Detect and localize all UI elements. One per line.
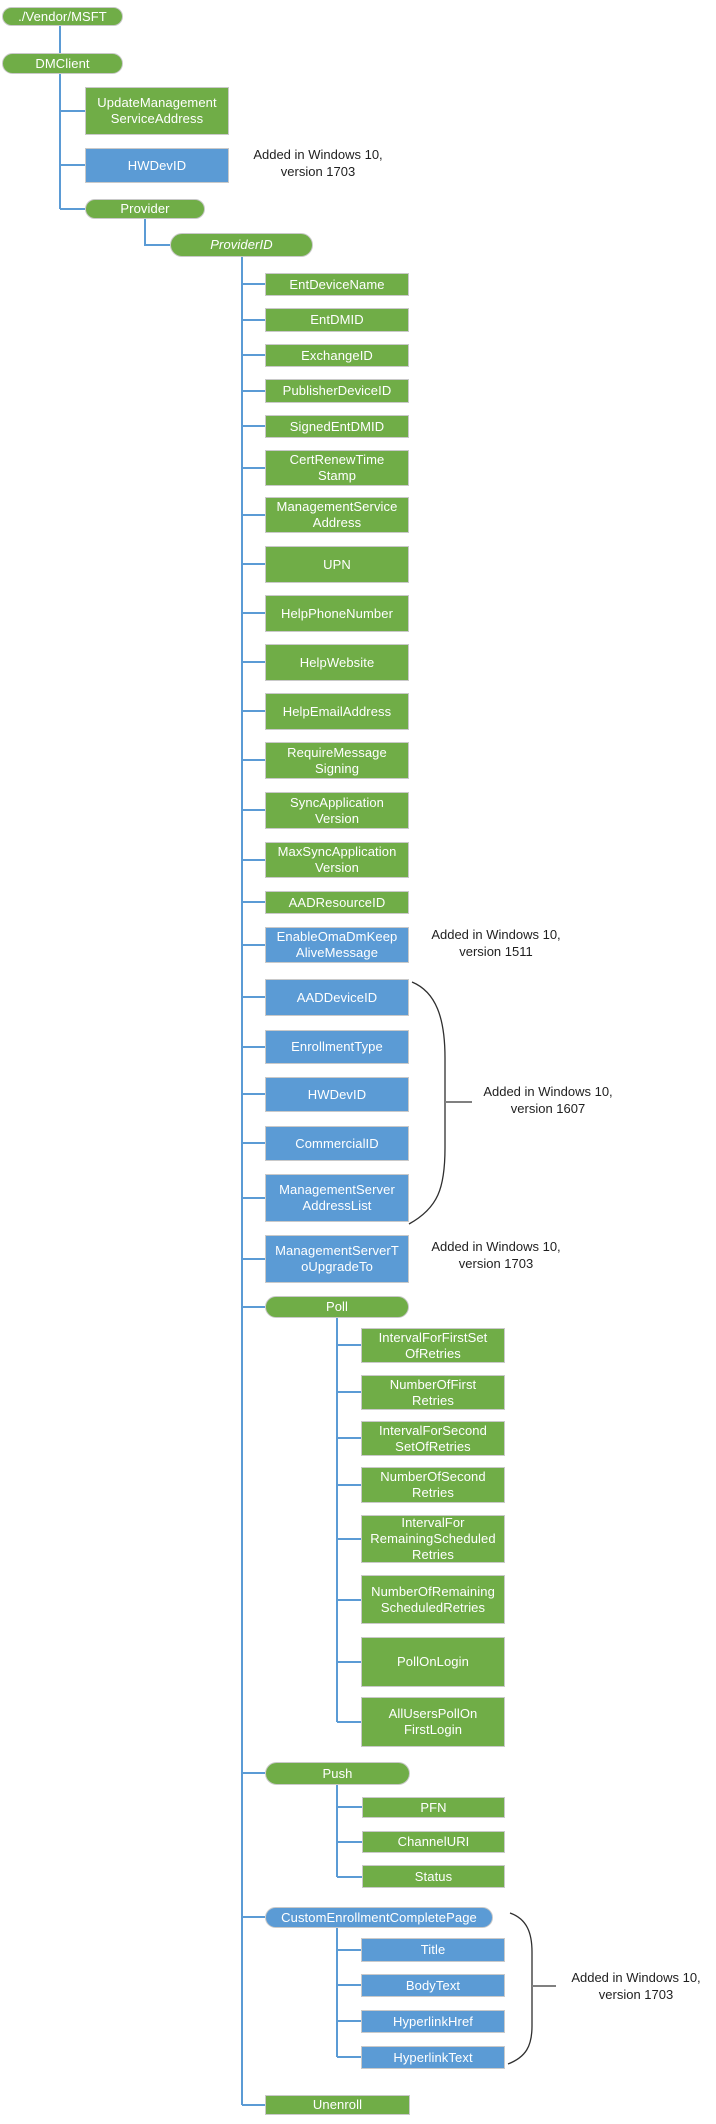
node-pollonlogin: PollOnLogin — [361, 1637, 505, 1687]
node-helpwebsite: HelpWebsite — [265, 644, 409, 681]
node-hyperlinkhref: HyperlinkHref — [361, 2010, 505, 2033]
node-syncapplicationversion: SyncApplication Version — [265, 792, 409, 829]
node-alluserspollonfirstlogin: AllUsersPollOn FirstLogin — [361, 1697, 505, 1747]
node-unenroll: Unenroll — [265, 2095, 410, 2115]
node-signedentdmid: SignedEntDMID — [265, 415, 409, 438]
node-managementserveraddresslist: ManagementServer AddressList — [265, 1174, 409, 1222]
node-provider: Provider — [85, 199, 205, 219]
node-enrollmenttype: EnrollmentType — [265, 1030, 409, 1064]
annotation-custompage-1703: Added in Windows 10, version 1703 — [571, 1970, 701, 2002]
node-hyperlinktext: HyperlinkText — [361, 2046, 505, 2069]
node-dmclient: DMClient — [2, 53, 123, 74]
node-aaddeviceid: AADDeviceID — [265, 979, 409, 1016]
node-entdevicename: EntDeviceName — [265, 273, 409, 296]
node-helpphonenumber: HelpPhoneNumber — [265, 595, 409, 632]
node-intervalforsecondsetofretries: IntervalForSecond SetOfRetries — [361, 1421, 505, 1456]
node-push: Push — [265, 1762, 410, 1785]
node-vendor-msft: ./Vendor/MSFT — [2, 7, 123, 26]
node-upn: UPN — [265, 546, 409, 583]
annotation-keepalive-1511: Added in Windows 10, version 1511 — [431, 927, 561, 959]
node-certrenewtimestamp: CertRenewTime Stamp — [265, 450, 409, 486]
node-publisherdeviceid: PublisherDeviceID — [265, 379, 409, 403]
node-updatemanagementserviceaddress: UpdateManagement ServiceAddress — [85, 87, 229, 135]
node-helpemailaddress: HelpEmailAddress — [265, 693, 409, 730]
node-pfn: PFN — [362, 1797, 505, 1818]
node-hwdevid-top: HWDevID — [85, 148, 229, 183]
node-channeluri: ChannelURI — [362, 1831, 505, 1853]
node-exchangeid: ExchangeID — [265, 344, 409, 367]
annotation-hwdevid-1703: Added in Windows 10, version 1703 — [253, 147, 383, 179]
node-numberofsecondretries: NumberOfSecond Retries — [361, 1467, 505, 1503]
node-managementserviceaddress: ManagementService Address — [265, 497, 409, 533]
node-numberofremainingscheduledretries: NumberOfRemaining ScheduledRetries — [361, 1575, 505, 1624]
node-title: Title — [361, 1938, 505, 1962]
node-intervalforremainingscheduledretries: IntervalFor RemainingScheduled Retries — [361, 1515, 505, 1563]
node-managementservertoupgradeto: ManagementServerT oUpgradeTo — [265, 1235, 409, 1283]
node-providerid: ProviderID — [170, 233, 313, 257]
node-maxsyncapplicationversion: MaxSyncApplication Version — [265, 842, 409, 878]
annotation-group-1607: Added in Windows 10, version 1607 — [483, 1084, 613, 1116]
node-customenrollmentcompletepage: CustomEnrollmentCompletePage — [265, 1907, 493, 1928]
node-requiremessagesigning: RequireMessage Signing — [265, 742, 409, 779]
node-aadresourceid: AADResourceID — [265, 891, 409, 914]
annotation-upgradeto-1703: Added in Windows 10, version 1703 — [431, 1239, 561, 1271]
node-numberoffirstretries: NumberOfFirst Retries — [361, 1375, 505, 1410]
node-commercialid: CommercialID — [265, 1126, 409, 1161]
node-bodytext: BodyText — [361, 1974, 505, 1997]
node-poll: Poll — [265, 1296, 409, 1318]
node-enableomadmkeepalivemessage: EnableOmaDmKeep AliveMessage — [265, 927, 409, 963]
node-entdmid: EntDMID — [265, 308, 409, 332]
node-intervalforfirstsetofretries: IntervalForFirstSet OfRetries — [361, 1328, 505, 1363]
node-hwdevid: HWDevID — [265, 1077, 409, 1112]
node-status: Status — [362, 1865, 505, 1888]
